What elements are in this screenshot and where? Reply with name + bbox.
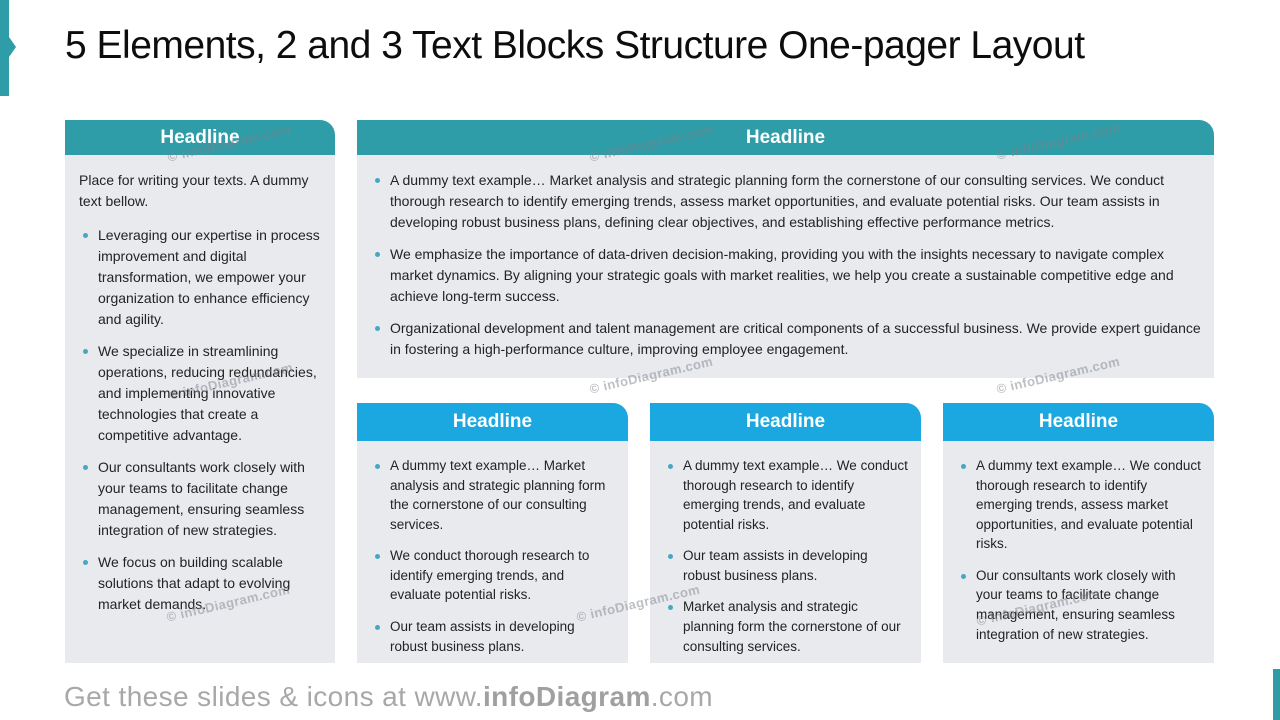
panel-bottom-1-body: A dummy text example… Market analysis an… [357, 441, 628, 663]
bullet-text: Market analysis and strategic planning f… [683, 599, 901, 654]
bullet-dot-icon [375, 554, 380, 560]
bullet-item: We emphasize the importance of data-driv… [371, 244, 1201, 307]
corner-bar-icon [1273, 669, 1280, 720]
bullet-dot-icon [375, 252, 380, 257]
bullet-item: We conduct thorough research to identify… [371, 546, 615, 605]
bullet-dot-icon [375, 326, 380, 331]
panel-bottom-2-bullet-list: A dummy text example… We conduct thoroug… [664, 456, 908, 656]
bullet-item: A dummy text example… We conduct thoroug… [664, 456, 908, 534]
footer-promo: Get these slides & icons at www.infoDiag… [64, 681, 713, 713]
bullet-text: We specialize in streamlining operations… [98, 343, 317, 443]
bullet-item: Our consultants work closely with your t… [79, 457, 322, 541]
bullet-text: A dummy text example… We conduct thoroug… [976, 458, 1201, 552]
bullet-item: A dummy text example… Market analysis an… [371, 170, 1201, 233]
bullet-item: We focus on building scalable solutions … [79, 552, 322, 615]
bullet-dot-icon [83, 233, 88, 238]
bullet-dot-icon [375, 178, 380, 183]
panel-left-headline: Headline [65, 120, 335, 155]
bullet-text: A dummy text example… Market analysis an… [390, 458, 606, 532]
bullet-text: Our consultants work closely with your t… [976, 567, 1176, 642]
panel-bottom-2: Headline A dummy text example… We conduc… [650, 403, 921, 663]
bullet-item: Our team assists in developing robust bu… [371, 617, 615, 656]
panel-bottom-1-headline: Headline [357, 403, 628, 441]
panel-left: Headline Place for writing your texts. A… [65, 120, 335, 663]
bullet-dot-icon [668, 554, 673, 560]
bullet-text: Our team assists in developing robust bu… [390, 618, 575, 654]
bullet-text: We focus on building scalable solutions … [98, 554, 291, 612]
slide-title: 5 Elements, 2 and 3 Text Blocks Structur… [65, 24, 1085, 67]
bullet-item: Leveraging our expertise in process impr… [79, 225, 322, 330]
bullet-dot-icon [83, 560, 88, 565]
bullet-dot-icon [961, 573, 966, 579]
panel-bottom-3-body: A dummy text example… We conduct thoroug… [943, 441, 1214, 663]
panel-bottom-2-body: A dummy text example… We conduct thoroug… [650, 441, 921, 663]
panel-bottom-1: Headline A dummy text example… Market an… [357, 403, 628, 663]
bullet-item: Our team assists in developing robust bu… [664, 546, 908, 585]
panel-left-intro: Place for writing your texts. A dummy te… [79, 172, 309, 209]
panel-top-body: A dummy text example… Market analysis an… [357, 155, 1214, 378]
footer-brand: infoDiagram [482, 681, 651, 712]
panel-left-bullet-list: Leveraging our expertise in process impr… [79, 225, 322, 615]
panel-bottom-2-headline: Headline [650, 403, 921, 441]
panel-bottom-3: Headline A dummy text example… We conduc… [943, 403, 1214, 663]
bullet-text: A dummy text example… Market analysis an… [390, 172, 1164, 230]
bullet-item: Organizational development and talent ma… [371, 318, 1201, 360]
panel-bottom-3-bullet-list: A dummy text example… We conduct thoroug… [957, 456, 1201, 644]
panel-bottom-1-bullet-list: A dummy text example… Market analysis an… [371, 456, 615, 656]
accent-arrow-icon [9, 37, 16, 57]
bullet-dot-icon [375, 624, 380, 630]
bullet-text: Leveraging our expertise in process impr… [98, 227, 320, 327]
bullet-dot-icon [83, 465, 88, 470]
bullet-dot-icon [83, 349, 88, 354]
bullet-dot-icon [668, 464, 673, 469]
bullet-text: A dummy text example… We conduct thoroug… [683, 458, 908, 532]
panel-top: Headline A dummy text example… Market an… [357, 120, 1214, 378]
bullet-text: We emphasize the importance of data-driv… [390, 246, 1174, 304]
bullet-item: A dummy text example… We conduct thoroug… [957, 456, 1201, 554]
panel-left-body: Place for writing your texts. A dummy te… [65, 155, 335, 663]
bullet-dot-icon [375, 464, 380, 469]
bullet-item: A dummy text example… Market analysis an… [371, 456, 615, 534]
bullet-text: Our consultants work closely with your t… [98, 459, 305, 538]
bullet-item: We specialize in streamlining operations… [79, 341, 322, 446]
footer-suffix: .com [650, 681, 714, 712]
bullet-dot-icon [961, 464, 966, 469]
footer-prefix: Get these slides & icons at www. [64, 681, 483, 712]
panel-top-bullet-list: A dummy text example… Market analysis an… [371, 170, 1201, 360]
panel-bottom-3-headline: Headline [943, 403, 1214, 441]
panel-top-headline: Headline [357, 120, 1214, 155]
accent-bar-icon [0, 0, 9, 96]
bullet-item: Market analysis and strategic planning f… [664, 597, 908, 656]
bullet-text: Organizational development and talent ma… [390, 320, 1201, 357]
bullet-text: We conduct thorough research to identify… [390, 548, 590, 603]
bullet-item: Our consultants work closely with your t… [957, 566, 1201, 644]
bullet-text: Our team assists in developing robust bu… [683, 548, 868, 583]
bullet-dot-icon [668, 605, 673, 611]
